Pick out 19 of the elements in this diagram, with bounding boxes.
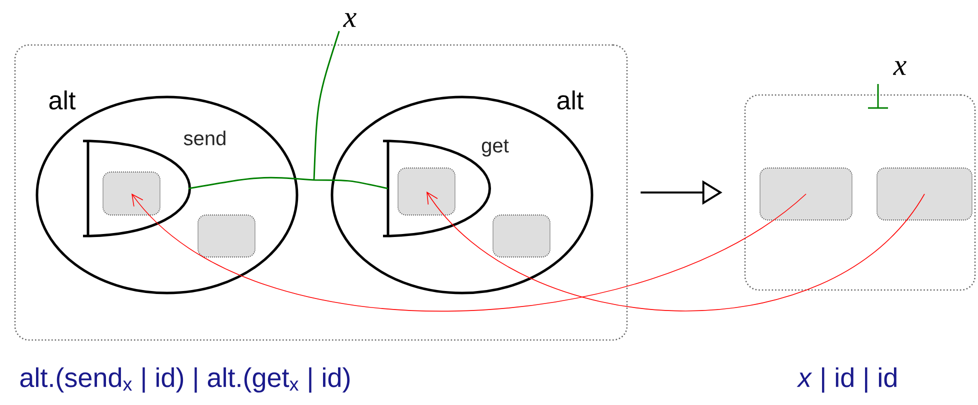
rounded-box — [102, 172, 160, 216]
connector-line — [188, 30, 389, 190]
alt-label: alt — [557, 90, 584, 110]
variable-label: x — [893, 61, 906, 75]
arrow — [426, 192, 925, 312]
alt-label: alt — [49, 90, 76, 110]
term-formula: alt.(send$_{x}$ | id) | alt.(get$_{x}$ | id) — [20, 367, 350, 393]
shape-label: get — [482, 139, 509, 157]
rounded-box — [492, 214, 550, 258]
rounded-box — [398, 168, 456, 216]
rounded-box — [876, 168, 972, 220]
shape-label: send — [184, 130, 226, 146]
term-formula: x | id | id — [796, 367, 896, 393]
rounded-box — [760, 168, 852, 220]
arrow — [132, 194, 806, 312]
rounded-box — [198, 214, 256, 258]
group-frame — [14, 44, 628, 341]
group-frame — [744, 94, 976, 291]
variable-label: x — [342, 13, 356, 27]
